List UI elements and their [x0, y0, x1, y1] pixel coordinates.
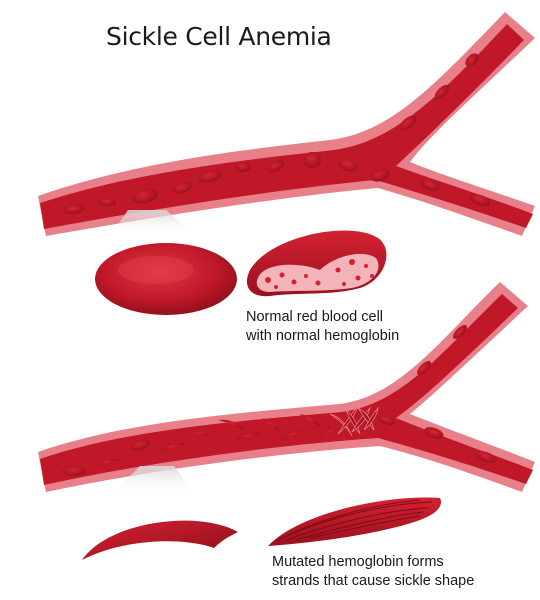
normal-cell-caption: Normal red blood cell with normal hemogl… — [246, 308, 399, 346]
sickle-cell-cross-section — [268, 497, 442, 546]
normal-caption-line2: with normal hemoglobin — [246, 328, 400, 344]
sickle-caption-line2: strands that cause sickle shape — [272, 573, 475, 589]
sickle-caption-line1: Mutated hemoglobin forms — [272, 554, 444, 570]
zoom-beam — [110, 466, 196, 496]
sickle-red-blood-cell — [82, 520, 238, 560]
sickle-cells-in-vessel — [62, 325, 497, 476]
sickle-blood-vessel — [38, 282, 535, 496]
hemoglobin-dots — [265, 259, 374, 289]
normal-cells-in-vessel — [63, 53, 491, 215]
hemoglobin-strands — [277, 499, 433, 541]
normal-blood-vessel — [38, 12, 535, 236]
sickle-cell-clump — [329, 405, 379, 437]
normal-caption-line1: Normal red blood cell — [246, 309, 384, 325]
sickle-cell-caption: Mutated hemoglobin forms strands that ca… — [272, 553, 474, 591]
vessel-lumen — [40, 294, 533, 485]
vessel-lumen — [40, 24, 533, 229]
zoom-beam — [110, 210, 196, 236]
normal-cell-cross-section — [246, 230, 387, 297]
page-title: Sickle Cell Anemia — [106, 22, 332, 51]
normal-red-blood-cell — [95, 243, 237, 315]
